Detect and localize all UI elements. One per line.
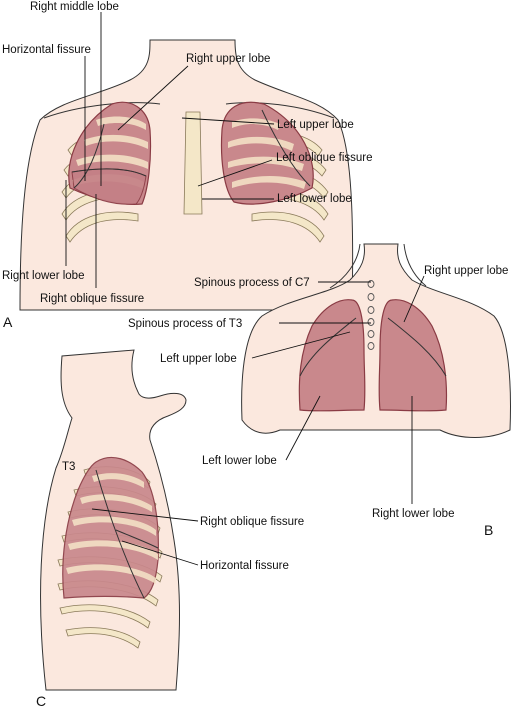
- label-spinous-t3: Spinous process of T3: [128, 318, 242, 330]
- right-oblique-fissure-posterior: [387, 317, 447, 377]
- leader-left-upper-lobe: [181, 117, 275, 125]
- neck-muscle-line: [329, 243, 361, 289]
- leader-right-upper-lobe-b: [403, 275, 425, 323]
- right-lung-posterior: [378, 299, 448, 412]
- right-oblique-fissure-line: [73, 123, 105, 189]
- neck-muscle-line-2: [403, 243, 427, 287]
- lateral-horizontal-fissure: [115, 529, 159, 549]
- label-right-upper-lobe-b: Right upper lobe: [424, 265, 508, 277]
- label-right-upper-lobe: Right upper lobe: [186, 53, 270, 65]
- label-left-upper-lobe-b: Left upper lobe: [160, 353, 237, 365]
- label-left-lower-lobe-b: Left lower lobe: [202, 455, 277, 467]
- panel-letter-b: B: [484, 522, 493, 538]
- label-horizontal-fissure: Horizontal fissure: [2, 44, 91, 56]
- right-clavicle: [43, 102, 161, 119]
- panel-c-lateral-view: T3 Right oblique fissure Horizontal fiss…: [36, 349, 304, 709]
- label-spinous-c7: Spinous process of C7: [194, 277, 310, 289]
- label-right-lower-lobe: Right lower lobe: [2, 270, 84, 282]
- label-right-lower-lobe-b: Right lower lobe: [372, 508, 454, 520]
- panel-a-anterior-view: Right middle lobe Horizontal fissure Rig…: [2, 1, 373, 330]
- label-left-upper-lobe: Left upper lobe: [277, 119, 354, 131]
- label-t3: T3: [62, 461, 75, 473]
- lateral-oblique-fissure: [95, 469, 145, 599]
- leader-right-upper-lobe: [117, 65, 189, 131]
- label-left-lower-lobe: Left lower lobe: [277, 193, 352, 205]
- label-right-oblique-fissure: Right oblique fissure: [40, 293, 144, 305]
- label-left-oblique-fissure: Left oblique fissure: [276, 152, 373, 164]
- right-horizontal-fissure-line: [71, 168, 147, 177]
- left-clavicle: [225, 102, 335, 119]
- leader-left-upper-lobe-b: [251, 331, 351, 359]
- leader-right-oblique-fissure-c: [91, 508, 199, 522]
- panel-b-posterior-view: Spinous process of C7 Right upper lobe S…: [128, 243, 511, 538]
- left-oblique-fissure-line: [261, 109, 311, 187]
- panel-letter-a: A: [3, 314, 13, 330]
- panel-letter-c: C: [36, 693, 46, 709]
- spinous-processes: [367, 280, 375, 350]
- label-right-middle-lobe: Right middle lobe: [30, 1, 119, 13]
- label-horizontal-fissure-c: Horizontal fissure: [200, 560, 289, 572]
- label-right-oblique-fissure-c: Right oblique fissure: [200, 516, 304, 528]
- leader-horizontal-fissure-c: [121, 540, 199, 566]
- left-lung-posterior: [298, 299, 366, 412]
- leader-left-oblique-fissure: [197, 159, 273, 187]
- leader-left-lower-lobe-b: [285, 395, 321, 461]
